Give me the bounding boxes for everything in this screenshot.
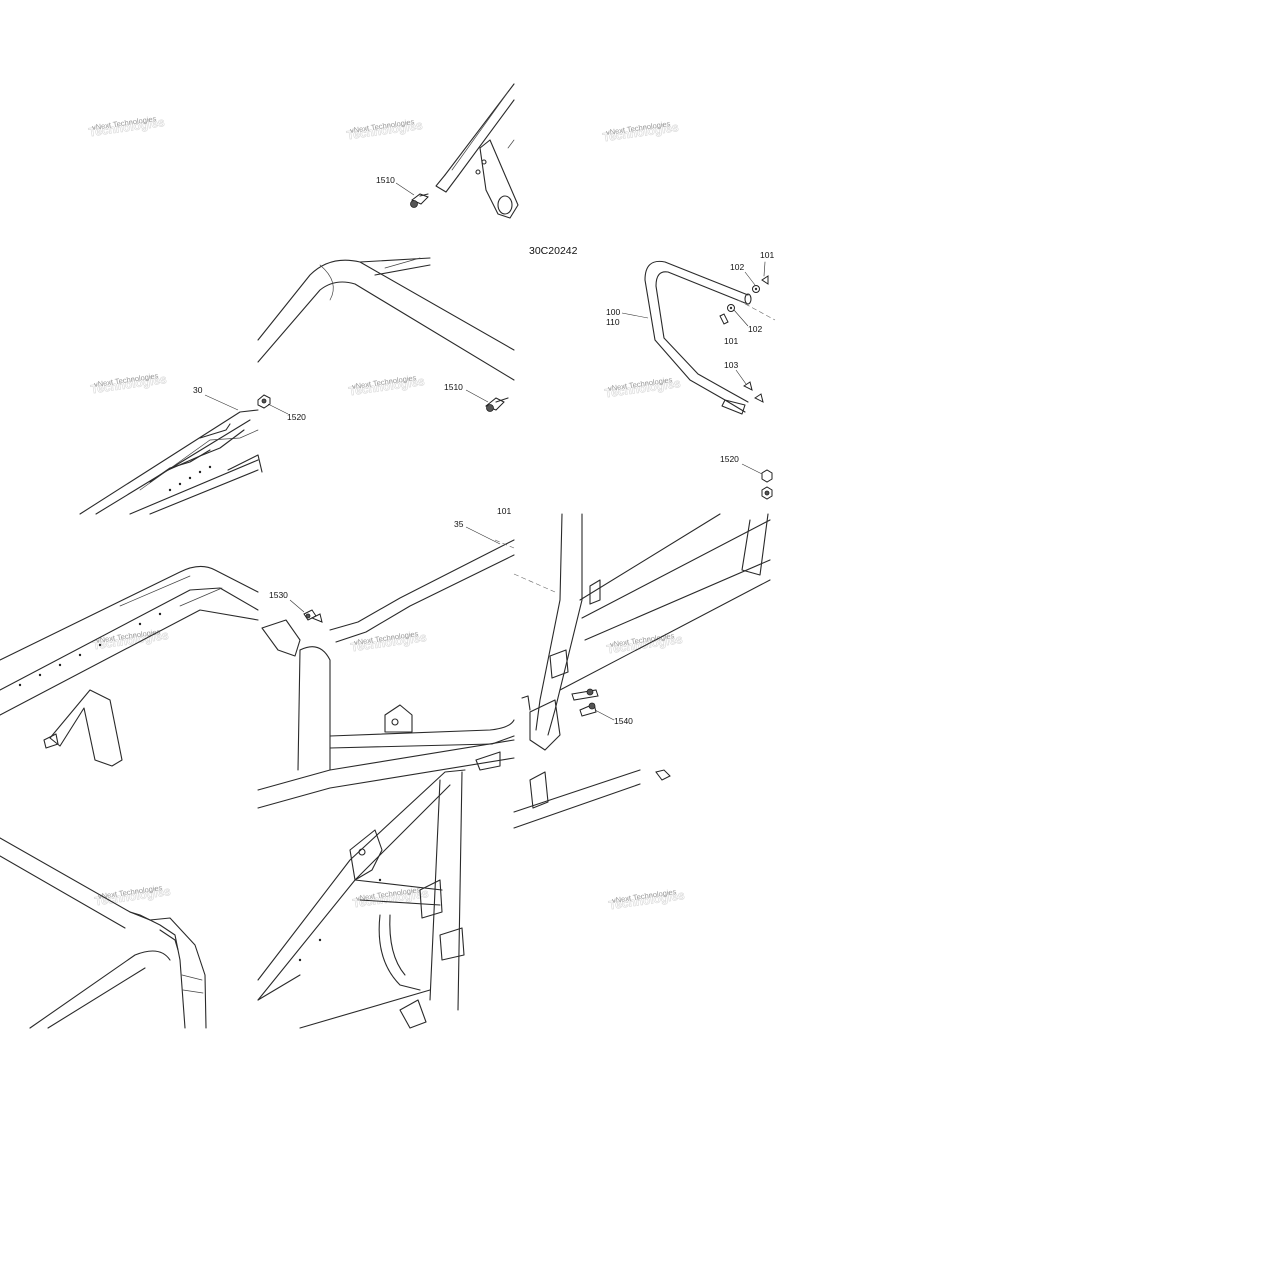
part-label-102: 102 <box>748 324 762 334</box>
watermarks: Technologies vNext Technologies Technolo… <box>87 114 686 913</box>
watermark: Technologies vNext Technologies <box>91 627 170 653</box>
screw-101-upper <box>761 261 769 285</box>
watermark: Technologies vNext Technologies <box>347 373 426 399</box>
part-label-1510: 1510 <box>376 175 395 185</box>
part-label-35: 35 <box>454 519 464 529</box>
part-label-1530: 1530 <box>269 590 288 600</box>
watermark: Technologies vNext Technologies <box>87 114 166 140</box>
screw-101-lower <box>719 313 729 325</box>
roof-corner-bottom-left <box>0 837 207 1029</box>
part-label-1520: 1520 <box>720 454 739 464</box>
part-label-100: 100 <box>606 307 620 317</box>
watermark: Technologies vNext Technologies <box>349 629 428 655</box>
washer-102-lower <box>727 304 735 312</box>
nut-1520-right <box>761 469 773 500</box>
grab-handle-100 <box>644 260 752 415</box>
watermark: Technologies vNext Technologies <box>345 117 424 143</box>
part-label-1540: 1540 <box>614 716 633 726</box>
lower-rail-stub <box>513 769 671 829</box>
part-label-30: 30 <box>193 385 203 395</box>
nut-1520-left <box>257 394 271 409</box>
watermark: Technologies vNext Technologies <box>607 887 686 913</box>
watermark: Technologies vNext Technologies <box>603 375 682 401</box>
drawing-id: 30C20242 <box>529 245 578 257</box>
fastener-103 <box>743 381 764 403</box>
part-label-102: 102 <box>730 262 744 272</box>
roof-bend-tube <box>257 257 515 381</box>
bolt-1530 <box>303 609 323 623</box>
part-label-1520: 1520 <box>287 412 306 422</box>
part-label-1510: 1510 <box>444 382 463 392</box>
washer-102-upper <box>752 285 760 293</box>
bolt-1510-top <box>410 193 429 208</box>
part-label-110: 110 <box>606 317 620 327</box>
watermark: Technologies vNext Technologies <box>89 371 168 397</box>
watermark: Technologies vNext Technologies <box>351 885 430 911</box>
lower-cage-frame <box>257 751 501 1029</box>
part-label-103: 103 <box>724 360 738 370</box>
cage-frame-35 <box>257 539 515 809</box>
side-rail-30 <box>79 409 263 515</box>
watermark: Technologies vNext Technologies <box>93 883 172 909</box>
bolt-1510-middle <box>485 397 509 412</box>
part-label-101: 101 <box>724 336 738 346</box>
watermark: Technologies vNext Technologies <box>601 119 680 145</box>
watermark: Technologies vNext Technologies <box>605 631 684 657</box>
pillar-and-rails-right <box>521 513 771 751</box>
part-label-101: 101 <box>497 506 511 516</box>
rail-corner-left <box>0 565 259 767</box>
upper-rail-bracket <box>435 83 519 219</box>
bolt-1540 <box>571 688 599 717</box>
part-label-101: 101 <box>760 250 774 260</box>
